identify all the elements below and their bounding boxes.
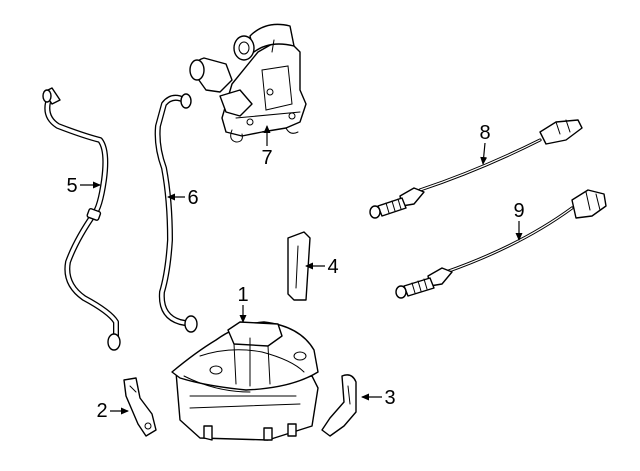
part-4-plate — [287, 231, 311, 301]
callout-1-number: 1 — [237, 284, 248, 306]
callout-1: 1 — [237, 284, 249, 323]
callout-4-number: 4 — [327, 256, 338, 278]
callout-7: 7 — [261, 125, 273, 169]
part-3-bracket — [321, 374, 357, 437]
part-5-hose — [42, 87, 121, 351]
callout-3: 3 — [361, 387, 396, 409]
callout-8-leader — [480, 142, 488, 165]
callout-5-number: 5 — [66, 175, 77, 197]
callout-9-number: 9 — [513, 200, 524, 222]
callout-2-number: 2 — [96, 400, 107, 422]
part-1-module-housing — [171, 321, 319, 441]
callout-2: 2 — [96, 400, 129, 422]
part-9-oxygen-sensor — [395, 189, 607, 299]
part-7-valve-bracket — [189, 23, 307, 143]
callout-4: 4 — [305, 256, 339, 278]
callout-3-number: 3 — [384, 387, 395, 409]
callout-8-number: 8 — [479, 122, 490, 144]
part-8-oxygen-sensor — [369, 119, 583, 219]
callout-8: 8 — [479, 122, 491, 165]
callout-6: 6 — [167, 187, 199, 209]
callout-6-number: 6 — [187, 187, 198, 209]
callout-9: 9 — [513, 200, 525, 241]
part-2-bracket — [123, 377, 157, 437]
callout-7-number: 7 — [261, 147, 272, 169]
part-6-hose — [154, 93, 198, 333]
callout-5: 5 — [66, 175, 101, 197]
